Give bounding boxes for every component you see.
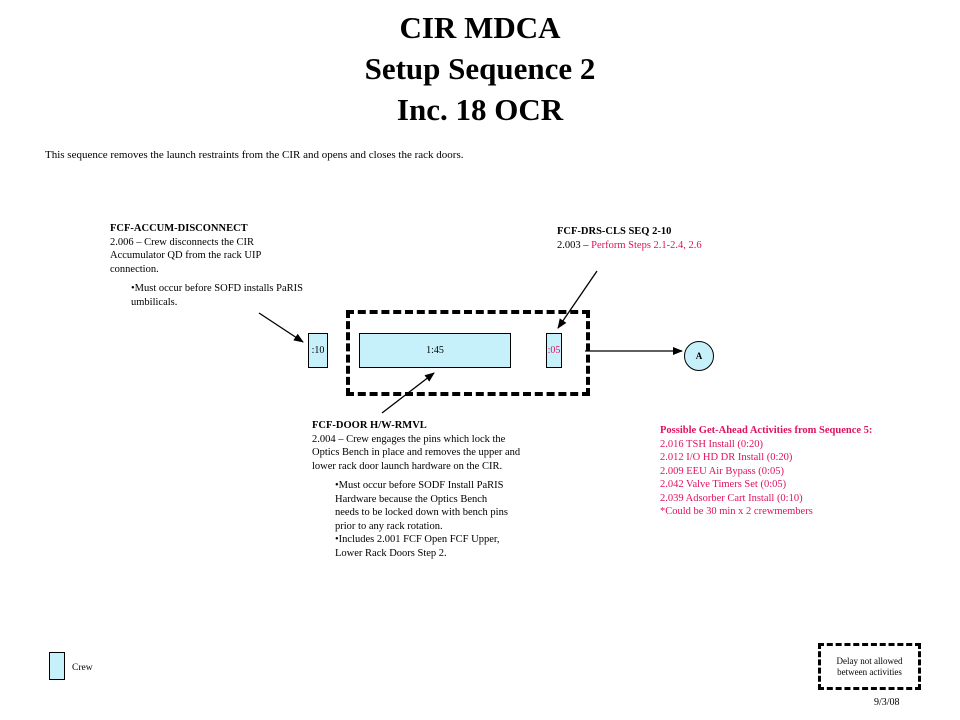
activity-box-drs[interactable]: :05 (546, 333, 562, 368)
accum-header: FCF-ACCUM-DISCONNECT (110, 223, 248, 234)
door-line-1: 2.004 – Crew engages the pins which lock… (312, 433, 506, 445)
door-note-4: prior to any rack rotation. (335, 520, 443, 532)
accum-note-line-2: umbilicals. (131, 296, 178, 308)
get-ahead-item: 2.009 EEU Air Bypass (0:05) (660, 465, 784, 477)
arrow-to-accum (258, 312, 304, 343)
get-ahead-item: 2.012 I/O HD DR Install (0:20) (660, 452, 793, 463)
accum-disconnect-block: FCF-ACCUM-DISCONNECT 2.006 – Crew discon… (110, 222, 340, 309)
door-note-1: •Must occur before SODF Install PaRIS (335, 480, 504, 491)
get-ahead-header: Possible Get-Ahead Activities from Seque… (660, 425, 873, 436)
connector-a[interactable]: A (684, 341, 714, 371)
accum-note: •Must occur before SOFD installs PaRIS u… (110, 282, 340, 309)
door-note-5: •Includes 2.001 FCF Open FCF Upper, (335, 534, 500, 545)
drs-line: 2.003 – Perform Steps 2.1-2.4, 2.6 (557, 239, 757, 253)
delay-legend-line-2: between activities (837, 666, 902, 677)
drs-prefix: 2.003 – (557, 239, 592, 251)
get-ahead-block: Possible Get-Ahead Activities from Seque… (660, 424, 950, 519)
title-line-3: Inc. 18 OCR (396, 92, 564, 127)
door-note-2: Hardware because the Optics Bench (335, 493, 488, 505)
drs-steps: Perform Steps 2.1-2.4, 2.6 (591, 239, 702, 251)
activity-box-accum[interactable]: :10 (308, 333, 328, 368)
accum-line-3: connection. (110, 263, 159, 275)
crew-legend-swatch (49, 652, 65, 680)
arrow-to-drs (557, 270, 598, 329)
door-header: FCF-DOOR H/W-RMVL (312, 420, 427, 431)
get-ahead-item: 2.042 Valve Timers Set (0:05) (660, 479, 787, 490)
door-line-3: lower rack door launch hardware on the C… (312, 460, 503, 472)
get-ahead-item: *Could be 30 min x 2 crewmembers (660, 506, 813, 517)
date-stamp: 9/3/08 (874, 697, 900, 708)
get-ahead-item: 2.039 Adsorber Cart Install (0:10) (660, 492, 803, 504)
activity-box-door[interactable]: 1:45 (359, 333, 511, 368)
delay-legend-line-1: Delay not allowed (836, 655, 903, 666)
accum-line-2: Accumulator QD from the rack UIP (110, 250, 262, 261)
door-note-6: Lower Rack Doors Step 2. (335, 547, 447, 559)
arrow-to-door (381, 372, 435, 414)
title-line-2: Setup Sequence 2 (364, 51, 596, 86)
door-notes: •Must occur before SODF Install PaRIS Ha… (312, 479, 562, 560)
title-line-1: CIR MDCA (399, 10, 561, 45)
door-line-2: Optics Bench in place and removes the up… (312, 447, 521, 458)
accum-line-1: 2.006 – Crew disconnects the CIR (110, 236, 255, 248)
no-delay-group (346, 310, 590, 396)
drs-close-block: FCF-DRS-CLS SEQ 2-10 2.003 – Perform Ste… (557, 225, 757, 252)
get-ahead-item: 2.016 TSH Install (0:20) (660, 438, 764, 450)
accum-note-line-1: •Must occur before SOFD installs PaRIS (131, 283, 303, 294)
door-note-3: needs to be locked down with bench pins (335, 507, 508, 518)
intro-text: This sequence removes the launch restrai… (45, 149, 464, 161)
door-removal-block: FCF-DOOR H/W-RMVL 2.004 – Crew engages t… (312, 419, 562, 560)
crew-legend-label: Crew (72, 663, 93, 673)
drs-header: FCF-DRS-CLS SEQ 2-10 (557, 226, 672, 237)
delay-legend: Delay not allowed between activities (818, 643, 921, 690)
